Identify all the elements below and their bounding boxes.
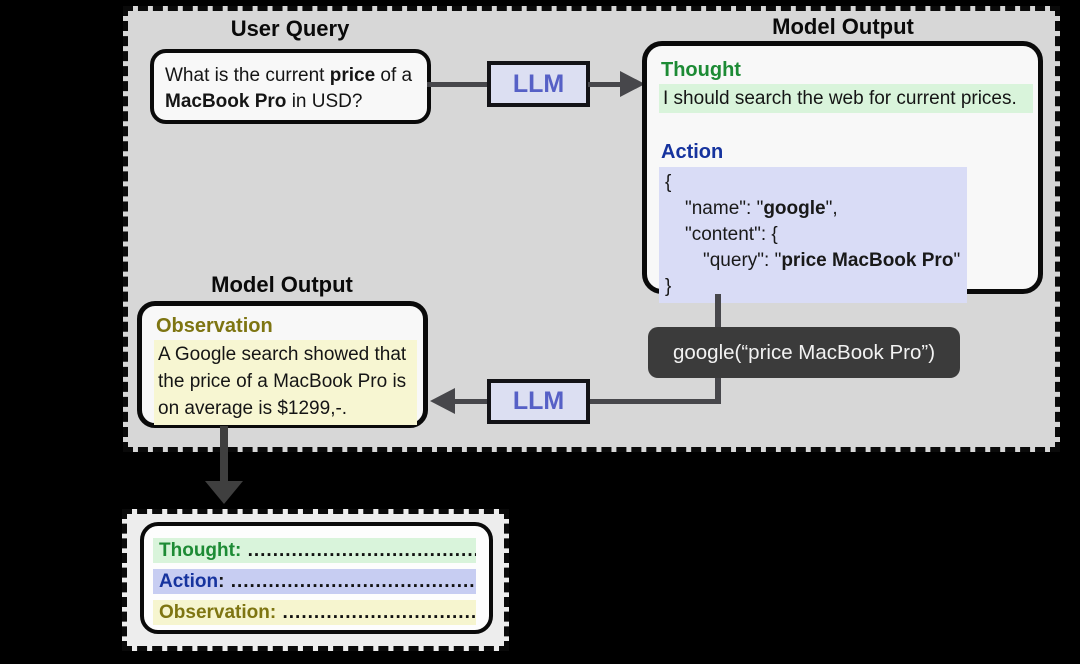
thought-label: Thought bbox=[661, 59, 741, 81]
llm-box-bottom: LLM bbox=[487, 379, 590, 424]
user-query-line1: What is the current price of a bbox=[165, 65, 413, 86]
summary-row-observation: Observation: ...........................… bbox=[153, 600, 476, 625]
connector-llm-to-output bbox=[588, 82, 622, 87]
observation-label: Observation bbox=[156, 315, 273, 337]
observation-line3: on average is $1299,-. bbox=[158, 398, 348, 419]
model-output-bottom-box: Observation A Google search showed that … bbox=[137, 301, 428, 428]
arrowhead-left-icon bbox=[430, 388, 455, 414]
model-output-top-box: Thought I should search the web for curr… bbox=[642, 41, 1043, 303]
action-label: Action bbox=[661, 141, 724, 163]
connector-llm-to-observation bbox=[452, 399, 487, 404]
format-summary-box: Thought: ...............................… bbox=[140, 522, 493, 634]
summary-row-action: Action: ................................… bbox=[153, 569, 476, 594]
observation-line2: the price of a MacBook Pro is bbox=[158, 371, 407, 392]
action-json-block: { "name": "google", "content": { "query"… bbox=[659, 167, 967, 303]
connector-query-to-llm bbox=[427, 82, 489, 87]
user-query-box: What is the current price of a MacBook P… bbox=[150, 49, 431, 124]
observation-dots: ........................................… bbox=[282, 602, 476, 623]
user-query-title: User Query bbox=[230, 16, 350, 41]
json-line-open: { bbox=[665, 172, 672, 193]
summary-row-thought: Thought: ...............................… bbox=[153, 538, 476, 563]
llm-label-top: LLM bbox=[512, 69, 565, 98]
connector-tool-to-llm bbox=[590, 399, 721, 404]
arrowhead-right-icon bbox=[620, 71, 645, 97]
tool-call-text: google(“price MacBook Pro”) bbox=[672, 340, 936, 364]
connector-observation-to-format bbox=[220, 426, 228, 482]
json-line-query: "query": "price MacBook Pro" bbox=[703, 250, 961, 271]
tool-call-box: google(“price MacBook Pro”) bbox=[648, 327, 960, 378]
json-line-close: } bbox=[665, 276, 672, 297]
json-line-content: "content": { bbox=[685, 224, 778, 245]
model-output-bottom-title: Model Output bbox=[211, 272, 353, 297]
user-query-line2: MacBook Pro in USD? bbox=[165, 91, 363, 112]
action-dots: ........................................… bbox=[230, 571, 476, 592]
thought-dots: ........................................… bbox=[247, 540, 476, 561]
arrowhead-down-icon bbox=[205, 481, 243, 504]
observation-line1: A Google search showed that bbox=[158, 344, 407, 365]
json-line-name: "name": "google", bbox=[685, 198, 838, 219]
llm-box-top: LLM bbox=[487, 61, 590, 107]
observation-text: A Google search showed that the price of… bbox=[154, 340, 417, 425]
model-output-top-title: Model Output bbox=[772, 14, 914, 39]
llm-label-bottom: LLM bbox=[512, 387, 565, 415]
thought-text: I should search the web for current pric… bbox=[659, 84, 1033, 113]
